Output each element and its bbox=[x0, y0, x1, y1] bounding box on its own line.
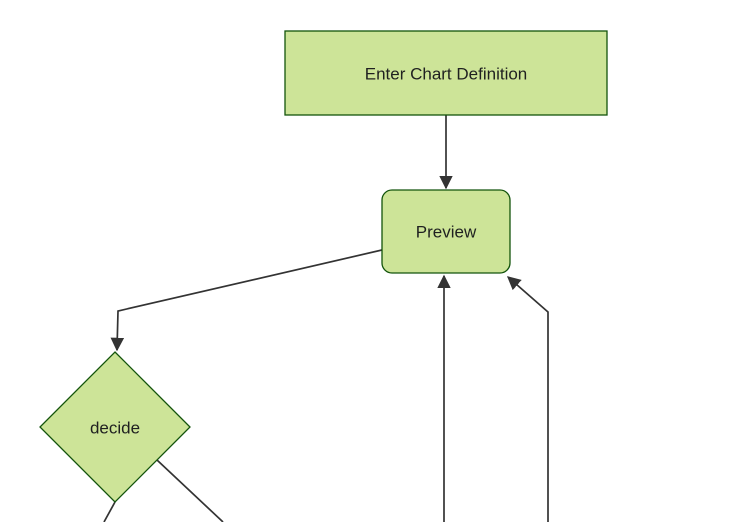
edge-bottomright-to-preview bbox=[506, 276, 549, 522]
decide-label: decide bbox=[90, 419, 140, 438]
edge-preview-to-decide bbox=[110, 249, 383, 352]
edge-decide-to-bottomleft bbox=[103, 501, 116, 522]
edge-decide-to-bottomright bbox=[156, 459, 224, 522]
preview-box bbox=[381, 189, 511, 274]
node-decide: decide bbox=[39, 351, 191, 503]
node-preview: Preview bbox=[381, 189, 511, 274]
enter-chart-definition-box bbox=[284, 30, 608, 116]
decide-diamond bbox=[39, 351, 191, 503]
enter-chart-definition-label: Enter Chart Definition bbox=[365, 65, 528, 84]
node-enter-chart-definition: Enter Chart Definition bbox=[284, 30, 608, 116]
edge-layer bbox=[103, 115, 549, 522]
preview-label: Preview bbox=[416, 223, 477, 242]
